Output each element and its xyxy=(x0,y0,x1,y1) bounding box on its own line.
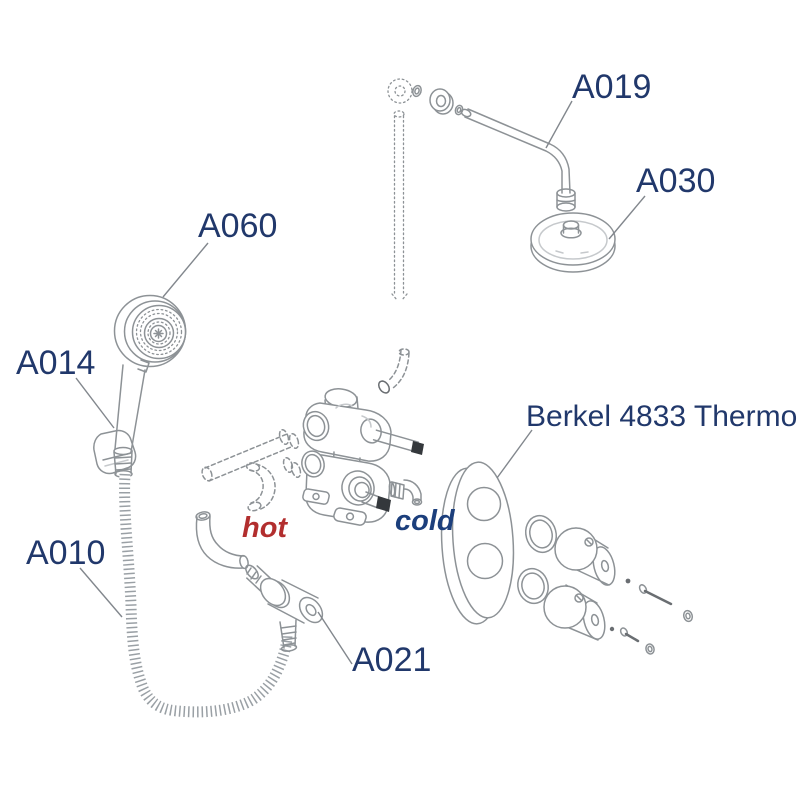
label-hot: hot xyxy=(242,512,288,544)
label-a014: A014 xyxy=(16,344,95,382)
label-a021: A021 xyxy=(352,641,431,679)
shower-hose xyxy=(119,473,293,718)
label-model: Berkel 4833 Thermo xyxy=(526,400,797,433)
part-labels: A019 A030 A060 A014 A010 A021 Berkel 483… xyxy=(16,68,797,679)
o-ring-seals xyxy=(517,514,558,605)
label-a060: A060 xyxy=(198,207,277,245)
thermostatic-mixer-valve xyxy=(301,388,424,526)
wall-outlet-elbow xyxy=(245,564,324,652)
leader-a010 xyxy=(79,567,123,618)
label-cold: cold xyxy=(395,505,456,537)
leader-a021 xyxy=(317,611,353,665)
concealed-riser-pipe xyxy=(378,110,410,394)
leader-a014 xyxy=(75,377,115,429)
shower-arm xyxy=(460,108,576,212)
cold-inlet-elbow xyxy=(388,479,423,506)
hot-inlet-pipes xyxy=(195,429,302,570)
leader-a030 xyxy=(608,195,646,240)
leader-model xyxy=(496,429,533,479)
cover-plate xyxy=(440,461,515,625)
mounting-screws xyxy=(609,578,694,655)
hand-shower xyxy=(113,294,187,479)
label-a010: A010 xyxy=(26,534,105,572)
control-knobs xyxy=(543,527,616,641)
overhead-shower-head xyxy=(530,212,616,273)
leader-a019 xyxy=(545,100,573,149)
label-a030: A030 xyxy=(636,162,715,200)
leader-a060 xyxy=(162,242,209,298)
label-a019: A019 xyxy=(572,68,651,106)
leader-lines xyxy=(75,100,646,665)
ceiling-flange-parts xyxy=(387,78,464,116)
